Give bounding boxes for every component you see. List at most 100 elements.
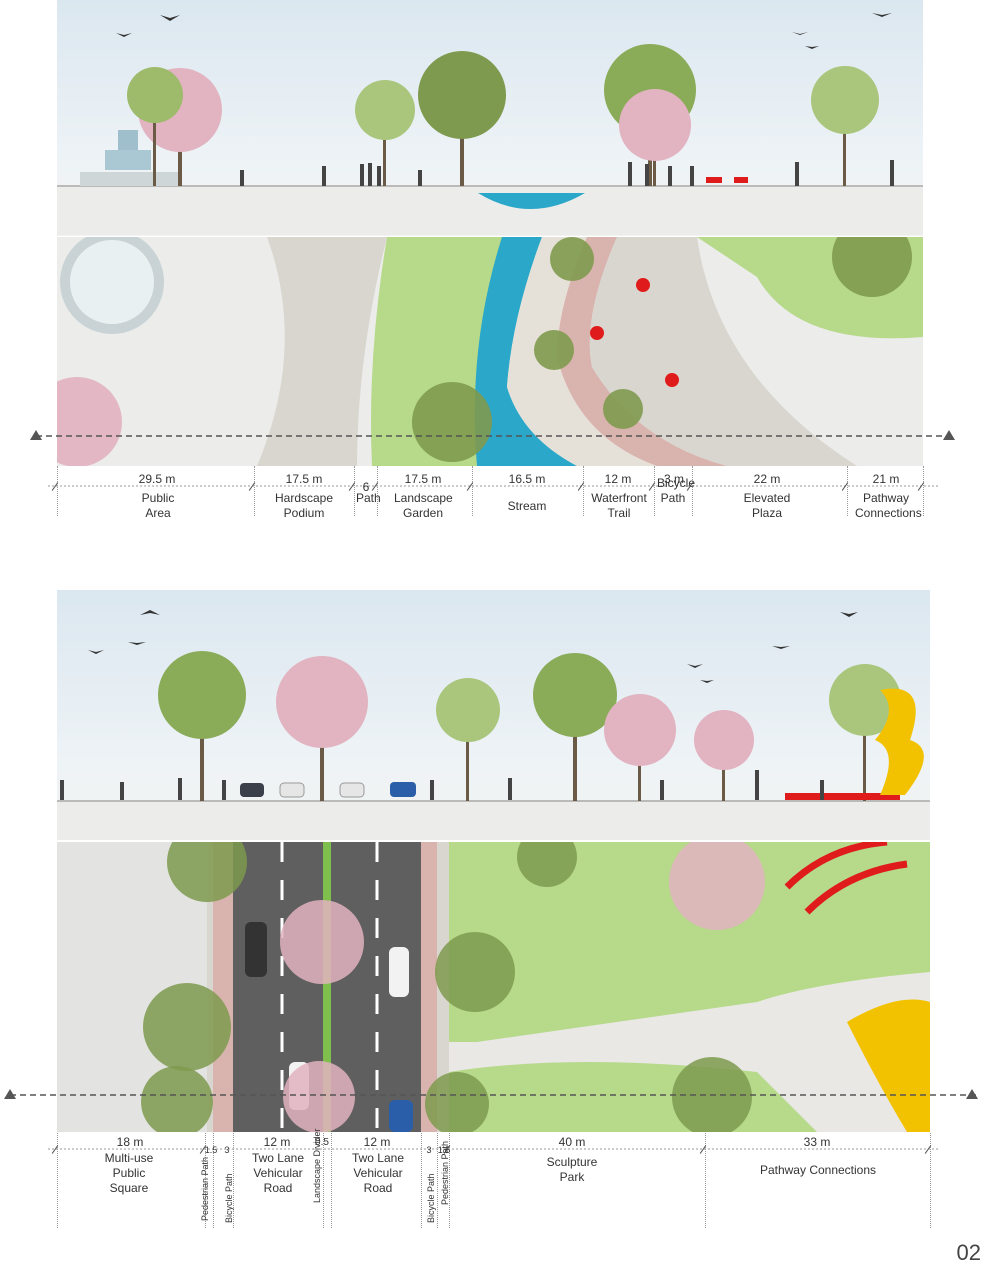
segment-label: Stream: [507, 499, 547, 513]
segment-dim: 22 m: [753, 472, 781, 486]
people-icon: [240, 160, 894, 186]
hardscape-podium-plan: [257, 237, 387, 466]
segment-label: Public Area: [141, 491, 175, 520]
segment-label-rotated: Bicycle Path: [224, 1173, 234, 1223]
tree-canopy-icon: [57, 377, 122, 466]
tree-canopy-icon: [283, 1061, 355, 1132]
car-icon: [240, 783, 264, 797]
stream-section: [478, 193, 585, 209]
tree-icon: [436, 678, 500, 801]
tree-canopy-icon: [669, 842, 765, 930]
sculpture-plan-icon: [847, 999, 930, 1132]
segment-label: Two Lane Vehicular Road: [251, 1151, 305, 1195]
segment-label: Multi-use Public Square: [104, 1151, 154, 1195]
segment-dim: 12 m: [263, 1135, 291, 1149]
bench-icon: [785, 793, 900, 800]
tree-canopy-icon: [280, 900, 364, 984]
bird-icon: [116, 13, 892, 49]
segment-dim: 0.5: [315, 1137, 329, 1148]
segment-dim: 33 m: [803, 1135, 831, 1149]
tree-canopy-icon: [167, 842, 247, 902]
segment-dim: 3: [224, 1145, 230, 1155]
tree-icon: [533, 653, 617, 801]
stream-plan: [474, 237, 577, 466]
segment-dim: 18 m: [116, 1135, 144, 1149]
tree-icon: [811, 66, 879, 186]
segment-label-rotated: Pedestrian Path: [440, 1140, 450, 1205]
segment-dim: 17.5 m: [285, 472, 323, 486]
bottom-elevation-drawing: [57, 610, 930, 840]
bottom-section: 18 m Multi-use Public Square 1.5 Pedestr…: [0, 590, 987, 1240]
bicycle-path-plan: [557, 237, 727, 466]
segment-label: Hardscape Podium: [274, 491, 334, 520]
tree-icon: [829, 664, 901, 801]
tree-icon: [604, 694, 676, 801]
red-seating-icon: [784, 842, 888, 890]
tree-icon: [276, 656, 368, 801]
top-plan: [57, 237, 923, 466]
page-number: 02: [956, 1240, 981, 1265]
tree-canopy-icon: [534, 330, 574, 370]
segment-label: Landscape Garden: [394, 491, 453, 520]
tree-icon: [694, 710, 754, 801]
segment-dim: 40 m: [558, 1135, 586, 1149]
segment-label: Waterfront Trail: [591, 491, 647, 520]
segment-label: Pathway Connections: [759, 1163, 877, 1177]
bottom-plan: [57, 842, 930, 1132]
segment-dim: 3: [426, 1145, 432, 1155]
pedestrian-path-plan: [207, 842, 213, 1132]
segment-dim: 12 m: [363, 1135, 391, 1149]
segment-dim: 3 m: [663, 472, 684, 486]
bicycle-path-plan: [421, 842, 437, 1132]
top-elevation-drawing: [57, 13, 923, 235]
bottom-dimension-row: 18 m Multi-use Public Square 1.5 Pedestr…: [0, 1128, 987, 1233]
tree-icon: [158, 651, 246, 801]
top-section: 29.5 m Public Area 17.5 m Hardscape Podi…: [0, 0, 987, 545]
car-icon: [279, 782, 305, 798]
car-plan-icon: [389, 947, 409, 997]
red-marker-icon: [665, 373, 679, 387]
segment-label: Two Lane Vehicular Road: [351, 1151, 405, 1195]
tree-canopy-icon: [550, 237, 594, 281]
segment-dim: 12 m: [604, 472, 632, 486]
segment-label-rotated: Landscape Divider: [312, 1128, 322, 1203]
tree-canopy-icon: [435, 932, 515, 1012]
tree-canopy-icon: [832, 237, 912, 297]
bench-icon: [734, 177, 748, 183]
car-plan-icon: [389, 1100, 413, 1132]
segment-label: Sculpture Park: [546, 1155, 598, 1184]
sculpture-park-lawn: [449, 842, 930, 1042]
bicycle-path-plan: [213, 842, 233, 1132]
segment-label-rotated: Bicycle Path: [426, 1173, 436, 1223]
top-dimension-row: 29.5 m Public Area 17.5 m Hardscape Podi…: [0, 466, 987, 546]
tree-canopy-icon: [603, 389, 643, 429]
tree-icon: [127, 67, 183, 186]
tree-canopy-icon: [143, 983, 231, 1071]
landscape-divider-plan: [323, 842, 331, 1132]
red-marker-icon: [636, 278, 650, 292]
people-icon: [60, 770, 824, 800]
tree-canopy-icon: [412, 382, 492, 462]
tree-icon: [355, 80, 415, 186]
segment-dim: 1.5: [204, 1145, 218, 1155]
sculpture-icon: [875, 688, 924, 795]
tree-icon: [619, 89, 691, 186]
bench-icon: [706, 177, 722, 183]
waterfront-trail-plan: [507, 237, 657, 466]
bottom-section-cut-line: [4, 1089, 978, 1099]
tree-icon: [418, 51, 506, 186]
segment-dim: 16.5 m: [508, 472, 546, 486]
segment-dim: 17.5 m: [404, 472, 442, 486]
segment-dim: 6: [362, 480, 370, 494]
elevated-plaza-plan: [589, 237, 857, 466]
tree-canopy-icon: [425, 1072, 489, 1132]
segment-label-rotated: Pedestrian Path: [200, 1156, 210, 1221]
red-seating-icon: [804, 860, 908, 915]
car-plan-icon: [245, 922, 267, 977]
segment-dim: 1.5: [437, 1145, 451, 1155]
red-marker-icon: [590, 326, 604, 340]
segment-label: Elevated Plaza: [743, 491, 791, 520]
car-icon: [390, 782, 416, 797]
car-icon: [339, 782, 365, 798]
tree-canopy-icon: [141, 1066, 213, 1132]
